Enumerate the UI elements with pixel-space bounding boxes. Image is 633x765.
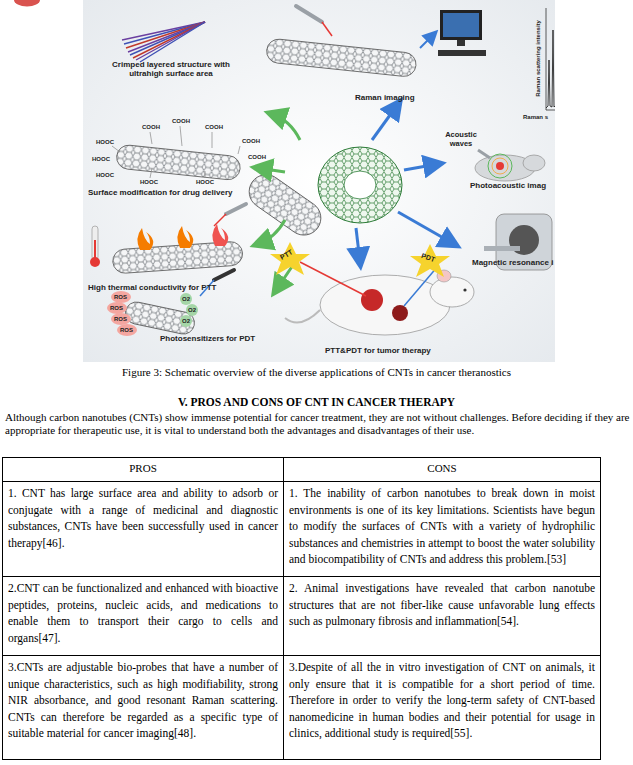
figure-label: Raman imaging <box>355 93 415 102</box>
figure-label: Photoacoustic imag <box>470 181 546 190</box>
table-cell: 2.CNT can be functionalized and enhanced… <box>2 576 284 656</box>
figure-label: ROS <box>114 294 127 301</box>
table-header-cell: PROS <box>2 457 284 482</box>
figure-label: Surface modification for drug delivery <box>88 188 232 197</box>
figure-label: ROS <box>114 316 127 323</box>
figure-label: Raman scattering intensity <box>535 8 542 108</box>
figure-label: COOH <box>242 138 260 145</box>
figure-label: Magnetic resonance i <box>472 258 553 267</box>
figure-label: O2 <box>182 296 190 303</box>
figure-label: Acoustic waves <box>440 131 482 148</box>
figure-label: HOOC <box>96 172 114 179</box>
figure-label: PTT <box>279 248 294 262</box>
figure-label: HOOC <box>140 179 158 186</box>
header-text: CONS <box>289 461 595 476</box>
cell-text: 1. The inability of carbon nanotubes to … <box>289 485 595 568</box>
section-heading: V. PROS AND CONS OF CNT IN CANCER THERAP… <box>0 396 633 408</box>
figure-label: HOOC <box>96 139 114 146</box>
figure-label: COOH <box>205 124 223 131</box>
cell-text: 2. Animal investigations have revealed t… <box>289 580 595 630</box>
figure-label: High thermal conductivity for PTT <box>88 283 216 292</box>
cell-text: 3.CNTs are adjustable bio-probes that ha… <box>8 659 278 742</box>
figure-label: Crimped layered structure with ultrahigh… <box>112 60 230 78</box>
figure-caption: Figure 3: Schematic overview of the dive… <box>0 366 633 378</box>
table-cell: 1. The inability of carbon nanotubes to … <box>283 481 601 577</box>
figure-label: COOH <box>248 154 266 161</box>
table-cell: 3.Despite of all the in vitro investigat… <box>283 655 601 760</box>
intro-paragraph: Although carbon nanotubes (CNTs) show im… <box>5 411 630 437</box>
table-cell: 2. Animal investigations have revealed t… <box>283 576 601 656</box>
cell-text: 3.Despite of all the in vitro investigat… <box>289 659 595 742</box>
figure-label: HOOC <box>196 179 214 186</box>
table-cell: 3.CNTs are adjustable bio-probes that ha… <box>2 655 284 760</box>
table-header-cell: CONS <box>283 457 601 482</box>
cell-text: 1. CNT has large surface area and abilit… <box>8 485 278 551</box>
figure-label: ROS <box>110 305 123 312</box>
figure-label: ROS <box>120 327 133 334</box>
figure-label: O2 <box>182 318 190 325</box>
figure-label: Photosensitizers for PDT <box>160 334 255 343</box>
figure-label: Raman s <box>523 114 548 121</box>
figure-label: HOOC <box>92 156 110 163</box>
figure-label: COOH <box>142 124 160 131</box>
cell-text: 2.CNT can be functionalized and enhanced… <box>8 580 278 646</box>
figure-label: PTT&PDT for tumor therapy <box>325 346 431 355</box>
table-cell: 1. CNT has large surface area and abilit… <box>2 481 284 577</box>
figure-label: PDT <box>420 252 436 264</box>
figure-label: O2 <box>188 307 196 314</box>
header-text: PROS <box>8 461 278 476</box>
figure-label: COOH <box>172 118 190 125</box>
